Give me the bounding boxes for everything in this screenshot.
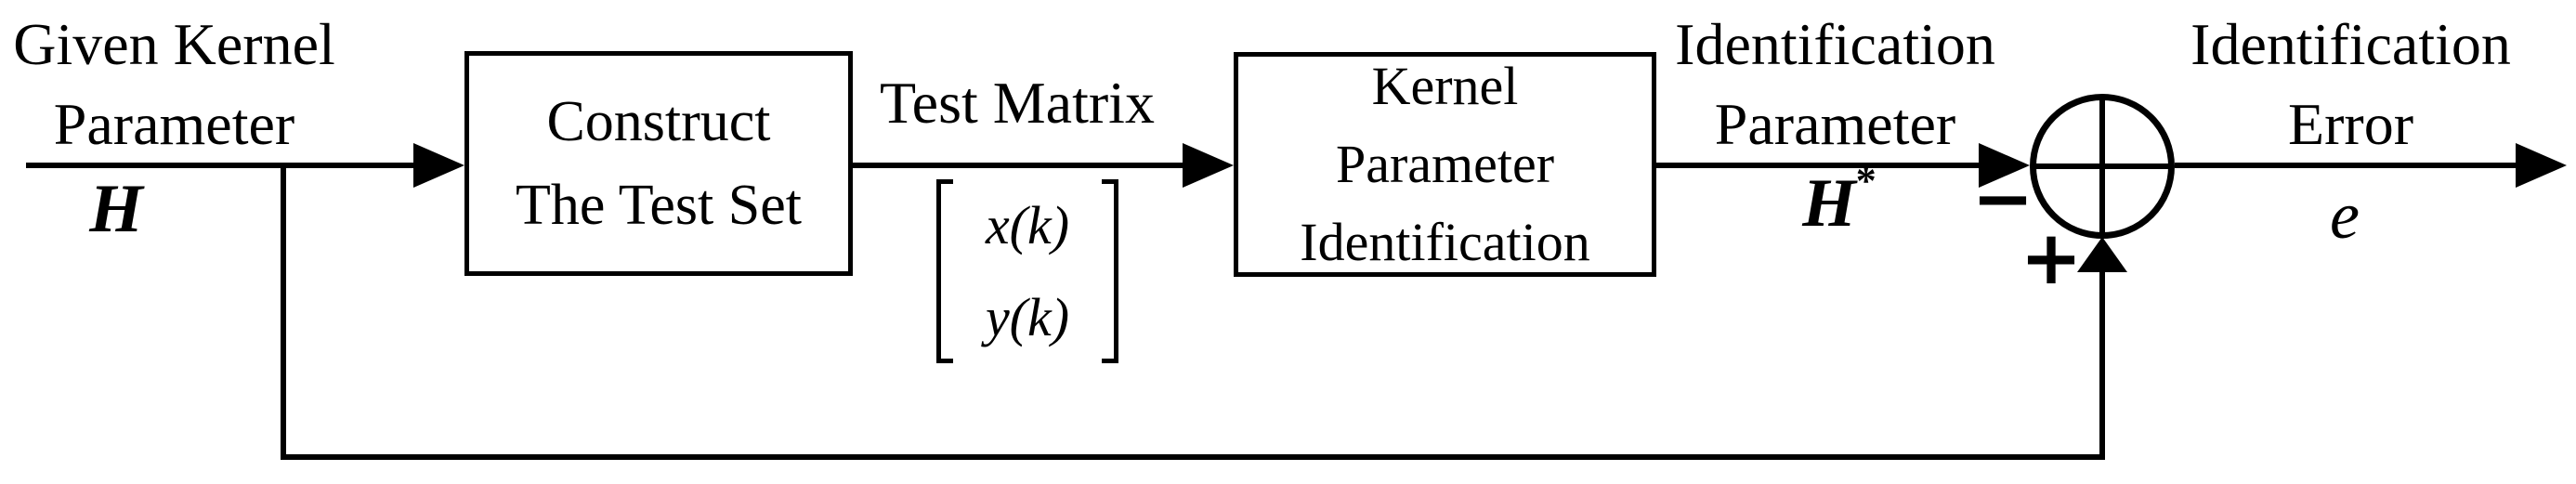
identification-parameter-line2: Parameter bbox=[1714, 91, 1956, 157]
test-matrix-arrowhead-icon bbox=[1183, 143, 1234, 188]
box1-line1: Construct bbox=[546, 90, 771, 153]
input-arrow-line bbox=[26, 163, 418, 168]
feedback-bottom-line bbox=[281, 454, 2105, 460]
identification-parameter-arrowhead-icon bbox=[1979, 143, 2030, 188]
test-matrix-symbol: x(k) y(k) bbox=[936, 179, 1118, 363]
output-label: Identification Error bbox=[2177, 5, 2525, 164]
summing-junction-horizontal-line bbox=[2034, 164, 2170, 169]
plus-sign: + bbox=[2020, 215, 2083, 301]
output-arrow-line bbox=[2175, 163, 2518, 168]
identification-parameter-label: Identification Parameter bbox=[1661, 5, 2009, 164]
input-symbol-H: H bbox=[89, 171, 143, 247]
input-label-line2: Parameter bbox=[53, 91, 295, 157]
output-label-line1: Identification bbox=[2190, 11, 2511, 77]
kernel-parameter-identification-box: Kernel Parameter Identification bbox=[1234, 52, 1656, 277]
identification-parameter-arrow-line bbox=[1656, 163, 1983, 168]
identification-parameter-symbol: H* bbox=[1760, 161, 1918, 239]
matrix-row-xk: x(k) bbox=[985, 194, 1070, 255]
matrix-row-yk: y(k) bbox=[985, 286, 1070, 347]
summing-junction bbox=[2030, 94, 2175, 239]
box1-line2: The Test Set bbox=[516, 174, 802, 237]
output-symbol-e: e bbox=[2330, 178, 2360, 253]
matrix-left-bracket-icon bbox=[936, 179, 953, 363]
matrix-entries: x(k) y(k) bbox=[953, 179, 1102, 363]
box2-line1: Kernel bbox=[1371, 56, 1519, 116]
test-matrix-label: Test Matrix bbox=[880, 70, 1155, 136]
input-label: Given Kernel Parameter bbox=[0, 5, 348, 164]
box2-line3: Identification bbox=[1300, 212, 1590, 272]
h-star-superscript: * bbox=[1855, 158, 1876, 203]
h-star-base: H bbox=[1802, 165, 1856, 242]
feedback-branch-line bbox=[281, 163, 286, 460]
input-label-line1: Given Kernel bbox=[13, 11, 335, 77]
box2-line2: Parameter bbox=[1335, 134, 1555, 194]
test-matrix-arrow-line bbox=[853, 163, 1187, 168]
identification-parameter-line1: Identification bbox=[1675, 11, 1995, 77]
output-label-line2: Error bbox=[2287, 91, 2414, 157]
feedback-arrowhead-icon bbox=[2077, 237, 2127, 272]
minus-sign: − bbox=[1971, 155, 2034, 242]
output-arrowhead-icon bbox=[2516, 143, 2567, 188]
construct-test-set-box: Construct The Test Set bbox=[464, 51, 853, 276]
matrix-right-bracket-icon bbox=[1102, 179, 1118, 363]
feedback-rise-line bbox=[2099, 269, 2105, 460]
input-arrowhead-icon bbox=[413, 143, 464, 188]
